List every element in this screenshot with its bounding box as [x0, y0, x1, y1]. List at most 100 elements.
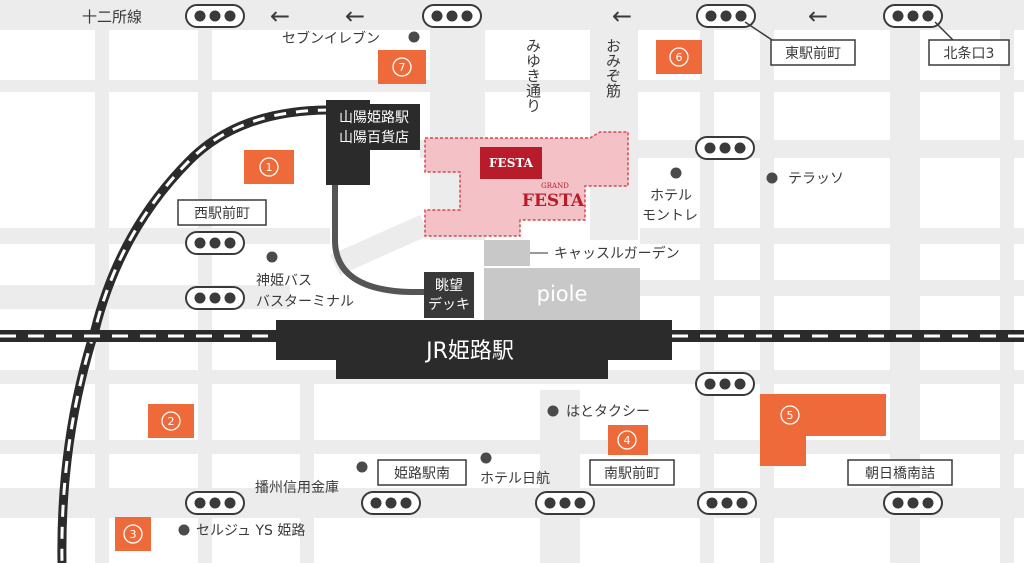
svg-text:3: 3	[130, 528, 137, 541]
svg-text:4: 4	[624, 434, 631, 447]
traffic-signal-icon	[883, 491, 943, 515]
traffic-signal-icon	[185, 491, 245, 515]
jr-himeji-station: JR姫路駅	[276, 320, 672, 379]
svg-text:5: 5	[787, 409, 794, 422]
marker-3[interactable]: 3	[115, 517, 151, 551]
road-v8	[300, 380, 314, 563]
bus-stop-asahibashi[interactable]	[847, 459, 953, 486]
street-juni-shosen: 十二所線	[82, 8, 142, 26]
poi-dot-icon	[547, 405, 559, 417]
bus-stop-himeji-ekiminami[interactable]	[377, 459, 467, 486]
traffic-signal-icon	[695, 136, 755, 160]
festa-logo-box	[480, 147, 542, 179]
direction-arrow-icon: ←	[345, 2, 365, 30]
direction-arrow-icon: ←	[808, 2, 828, 30]
bus-stop-labels: 東駅前町 北条口3 西駅前町 姫路駅南 南駅前町 朝日橋南詰	[177, 21, 1010, 486]
grand-festa-small: GRAND	[541, 182, 569, 190]
street-miyuki-dori: みゆき通り	[524, 38, 542, 113]
poi-list: セブンイレブン キャッスルガーデン ホテル モントレ テラッソ 神姫バス バスタ…	[178, 30, 844, 539]
marker-5[interactable]: 5	[760, 394, 886, 466]
road-v1	[95, 0, 109, 563]
direction-arrow-icon: ←	[612, 2, 632, 30]
jr-station-top	[276, 320, 672, 360]
poi-dot-icon	[480, 452, 492, 464]
marker-4[interactable]: 4	[608, 425, 648, 455]
poi-terasso[interactable]: テラッソ	[788, 171, 844, 187]
marker-2[interactable]: 2	[148, 404, 194, 438]
castle-garden-building	[484, 240, 530, 266]
poi-banshu-bank[interactable]: 播州信用金庫	[255, 479, 339, 496]
bus-stop-hojo3-label: 北条口3	[944, 45, 995, 62]
direction-arrow-icon: ←	[270, 2, 290, 30]
road-v9	[540, 390, 580, 563]
road-h6	[0, 285, 290, 309]
street-omizo-suji: おみぞ筋	[604, 38, 622, 99]
svg-text:2: 2	[168, 415, 175, 428]
poi-dot-icon	[670, 167, 682, 179]
poi-selje[interactable]: セルジュ YS 姫路	[196, 523, 305, 539]
poi-castle-garden[interactable]: キャッスルガーデン	[554, 245, 680, 262]
sanyo-rail-dash	[60, 108, 331, 563]
bus-stop-asahibashi-label: 朝日橋南詰	[865, 466, 935, 482]
road-v6	[760, 0, 774, 563]
marker-1[interactable]: 1	[244, 150, 294, 184]
sanyo-label-line2: 山陽百貨店	[339, 129, 409, 146]
poi-shinki-bus-2[interactable]: バスターミナル	[256, 294, 354, 310]
direction-arrows: ← ← ← ←	[270, 2, 828, 30]
road-h7	[640, 280, 1024, 296]
poi-dot-icon	[408, 31, 420, 43]
poi-hotel-montre-2[interactable]: モントレ	[642, 208, 698, 224]
road-h2	[0, 80, 1024, 92]
road-h9	[0, 440, 1024, 454]
bus-stop-hojo3[interactable]	[928, 39, 1010, 66]
poi-dot-icon	[266, 251, 278, 263]
traffic-signal-icon	[185, 286, 245, 310]
piole-building	[484, 268, 640, 320]
sanyo-station-label-box	[328, 104, 420, 150]
jr-station-bottom	[336, 355, 608, 379]
poi-hato-taxi[interactable]: はとタクシー	[566, 404, 650, 420]
bus-stop-minami-ekimae[interactable]	[589, 459, 675, 486]
marker-7[interactable]: 7	[378, 50, 426, 84]
choubou-line1: 眺望	[435, 278, 463, 294]
bus-stop-higashi-ekimae[interactable]	[770, 39, 856, 66]
poi-hotel-nikko[interactable]: ホテル日航	[480, 471, 550, 487]
traffic-signal-icon	[361, 491, 421, 515]
road-v5	[700, 0, 714, 563]
marker-6[interactable]: 6	[656, 40, 702, 74]
bus-stop-minami-ekimae-label: 南駅前町	[604, 465, 660, 482]
sanyo-label-line1: 山陽姫路駅	[339, 110, 409, 126]
road-diagonal	[330, 215, 430, 275]
poi-dot-icon	[766, 172, 778, 184]
bus-stop-nishi-ekimae-label: 西駅前町	[194, 205, 250, 222]
bus-stop-higashi-ekimae-label: 東駅前町	[785, 45, 841, 62]
road-h10	[0, 488, 1024, 518]
poi-shinki-bus-1[interactable]: 神姫バス	[256, 273, 312, 289]
grand-festa-logo: FESTA	[522, 191, 585, 211]
choubou-deck	[424, 272, 474, 318]
road-juni-shosen	[0, 0, 1024, 30]
poi-dot-icon	[178, 524, 190, 536]
poi-hotel-montre-1[interactable]: ホテル	[650, 188, 692, 204]
traffic-signals	[185, 4, 943, 515]
traffic-signal-icon	[185, 231, 245, 255]
traffic-signal-icon	[695, 372, 755, 396]
festa-block: FESTA GRAND FESTA	[424, 131, 629, 237]
road-v2	[198, 0, 212, 563]
traffic-signal-icon	[185, 4, 245, 28]
traffic-signal-icon	[422, 4, 482, 28]
marker-group: 1 2 3 4 5 6 7	[115, 40, 886, 551]
bus-stop-himeji-ekiminami-label: 姫路駅南	[394, 466, 450, 482]
traffic-signal-icon	[535, 491, 595, 515]
poi-seven-eleven[interactable]: セブンイレブン	[282, 30, 380, 47]
bus-stop-nishi-ekimae[interactable]	[177, 199, 267, 226]
svg-text:7: 7	[399, 61, 406, 74]
piole-label: piole	[537, 282, 588, 306]
festa-logo: FESTA	[489, 156, 534, 170]
road-h4	[0, 228, 330, 244]
traffic-signal-icon	[696, 4, 756, 28]
road-v10	[1000, 0, 1014, 563]
road-v-omizo	[590, 0, 638, 240]
poi-dot-icon	[356, 461, 368, 473]
